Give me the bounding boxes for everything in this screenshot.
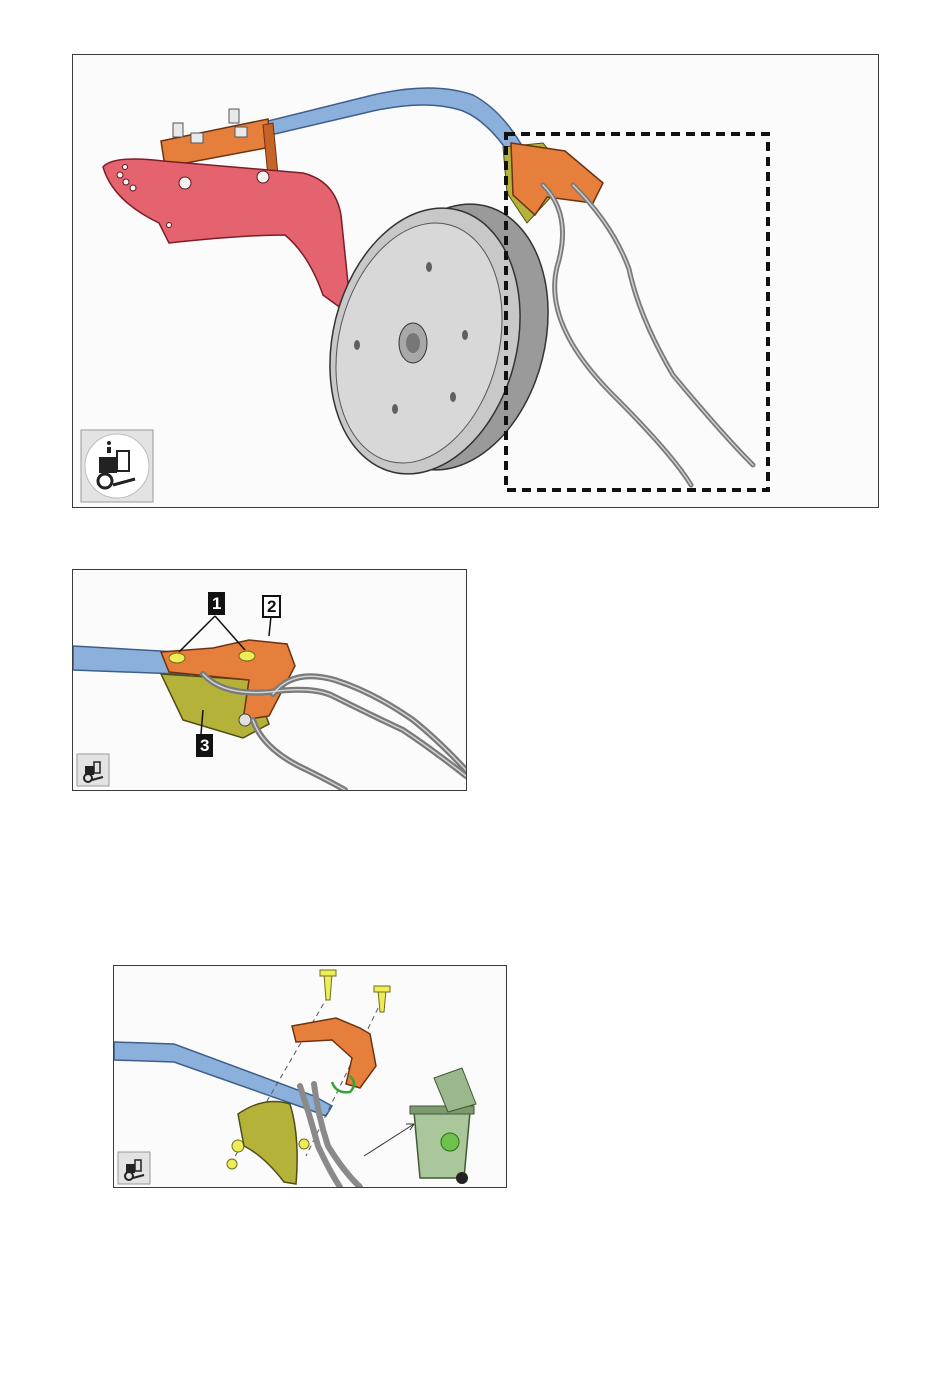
assembly-figure [72,54,879,508]
tine-clamp-bracket [292,1018,376,1088]
spring-tines [543,185,753,485]
mechanic-maintenance-icon [77,754,109,786]
depth-wheel [303,184,575,494]
callout-2: 2 [262,595,281,618]
exploded-illustration [114,966,506,1187]
mechanic-maintenance-icon [81,430,153,502]
recycling-bin-icon [410,1068,476,1184]
spring-bar [114,1042,332,1116]
exploded-figure [113,965,507,1188]
assembly-illustration [73,55,878,507]
wear-plate [238,1102,297,1184]
callout-3: 3 [196,734,213,757]
callout-1: 1 [208,592,225,615]
mechanic-maintenance-icon [118,1152,150,1184]
detail-figure: 1 2 3 [72,569,467,791]
